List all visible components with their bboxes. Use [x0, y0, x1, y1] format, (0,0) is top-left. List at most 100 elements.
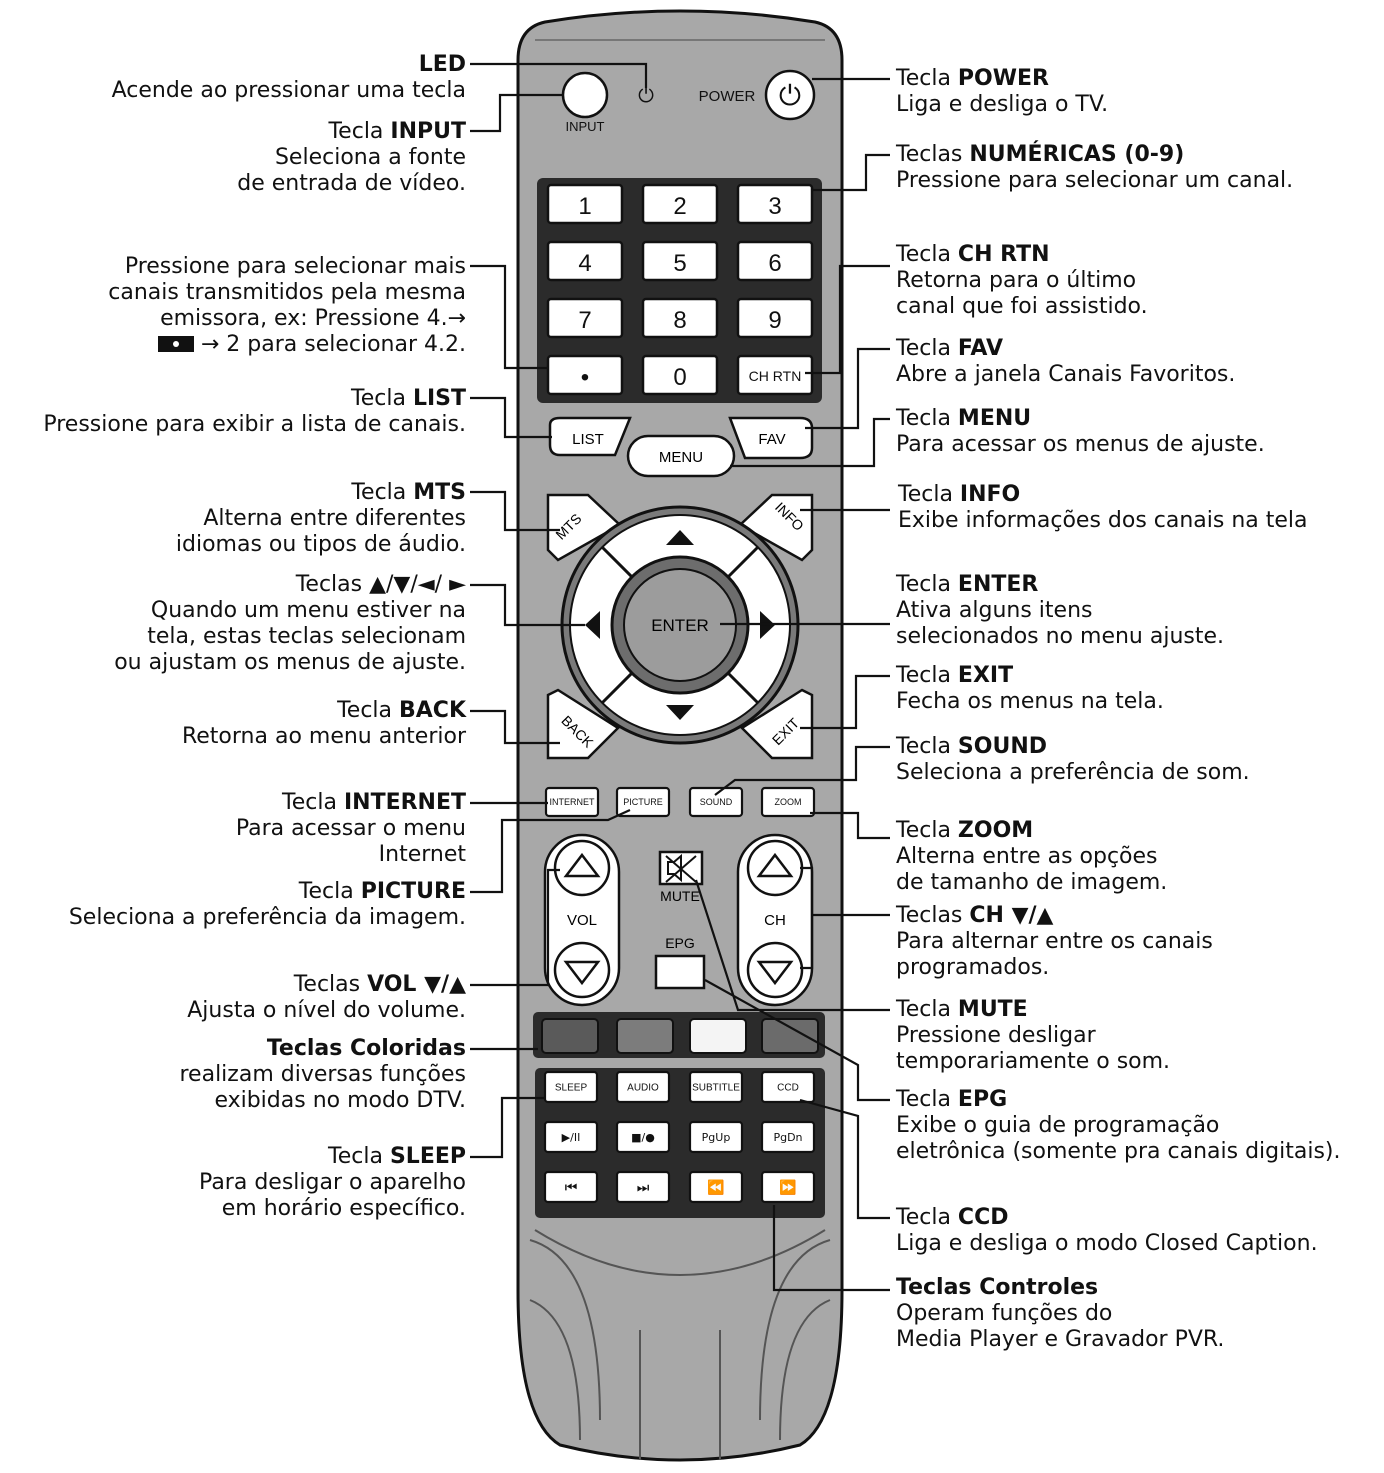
color-key-panel — [533, 1012, 825, 1058]
numeric-panel — [537, 178, 822, 403]
func-key-2-label: SOUND — [700, 797, 733, 807]
wire-arrows — [470, 583, 585, 627]
blue-key[interactable] — [761, 1018, 819, 1054]
up-arrow-icon[interactable] — [666, 530, 694, 545]
num-key-6-button[interactable] — [546, 297, 624, 339]
label-list: Tecla LIST Pressione para exibir a lista… — [43, 386, 466, 437]
num-key-4-button[interactable] — [641, 240, 719, 282]
util-key-2-label: SUBTITLE — [692, 1083, 740, 1094]
wire-dot — [470, 264, 548, 370]
label-power: Tecla POWER Liga e desliga o TV. — [896, 66, 1109, 117]
wire-menu — [730, 417, 890, 468]
num-key-5-button[interactable] — [736, 240, 814, 282]
num-key-1-button[interactable] — [641, 183, 719, 225]
media-row2-key-3-button[interactable] — [760, 1170, 816, 1204]
label-sleep: Tecla SLEEP Para desligar o aparelho em … — [199, 1144, 466, 1221]
media-row1-key-1-button[interactable] — [615, 1120, 671, 1154]
media-row2-key-1-label: ⏭ — [637, 1180, 650, 1196]
media-row1-key-2-button[interactable] — [688, 1120, 744, 1154]
util-key-0-button[interactable] — [543, 1070, 599, 1104]
list-button[interactable] — [548, 416, 632, 457]
down-arrow-icon[interactable] — [666, 705, 694, 720]
label-led: LED Acende ao pressionar uma tecla — [111, 52, 466, 103]
red-key[interactable] — [541, 1018, 599, 1054]
wire-chrtn — [805, 264, 890, 375]
label-picture: Tecla PICTURE Seleciona a preferência da… — [68, 879, 466, 930]
num-key-0-button[interactable] — [546, 183, 624, 225]
util-key-2-button[interactable] — [688, 1070, 744, 1104]
func-key-2-button[interactable] — [688, 786, 744, 818]
epg-button[interactable] — [654, 954, 706, 990]
media-row1-key-0-button[interactable] — [543, 1120, 599, 1154]
media-panel — [535, 1068, 825, 1218]
media-row2-key-1-button[interactable] — [615, 1170, 671, 1204]
util-key-3-label: CCD — [777, 1083, 799, 1094]
media-row1-key-1-label: ■/● — [631, 1131, 655, 1144]
num-key-8-button[interactable] — [736, 297, 814, 339]
exit-button[interactable] — [740, 688, 814, 760]
fav-button[interactable] — [728, 416, 814, 460]
media-row1-key-0-label: ▶/II — [562, 1131, 581, 1144]
num-key-7-button[interactable] — [641, 297, 719, 339]
util-key-1-button[interactable] — [615, 1070, 671, 1104]
num-key-2-button[interactable] — [736, 183, 814, 225]
label-ccd: Tecla CCD Liga e desliga o modo Closed C… — [896, 1205, 1318, 1256]
util-key-3-button[interactable] — [760, 1070, 816, 1104]
media-row2-key-2-label: ⏪ — [707, 1179, 724, 1196]
yellow-key[interactable] — [689, 1018, 747, 1054]
list-label: LIST — [572, 431, 604, 448]
vol-down-button[interactable] — [553, 941, 611, 999]
label-epg: Tecla EPG Exibe o guia de programação el… — [896, 1087, 1341, 1164]
mts-button[interactable] — [546, 493, 623, 562]
mute-icon — [665, 853, 697, 883]
num-key-4-label: 5 — [673, 250, 686, 277]
wire-ch — [800, 866, 890, 970]
num-key-11-button[interactable] — [736, 354, 814, 396]
label-colored: Teclas Coloridas realizam diversas funçõ… — [179, 1036, 466, 1113]
input-button[interactable] — [561, 71, 609, 119]
wire-led — [470, 62, 648, 88]
label-exit: Tecla EXIT Fecha os menus na tela. — [896, 663, 1164, 714]
wire-fav — [805, 347, 890, 430]
wire-exit — [800, 674, 890, 730]
media-row2-key-2-button[interactable] — [688, 1170, 744, 1204]
media-row1-key-3-label: PgDn — [773, 1131, 802, 1144]
left-arrow-icon[interactable] — [585, 611, 600, 639]
num-key-3-button[interactable] — [546, 240, 624, 282]
vol-down-icon — [563, 960, 601, 986]
back-button[interactable] — [546, 688, 620, 760]
ch-down-button[interactable] — [746, 941, 804, 999]
num-key-0-label: 1 — [578, 193, 591, 220]
wire-list — [470, 396, 552, 439]
num-key-9-button[interactable] — [546, 354, 624, 396]
num-key-6-label: 7 — [578, 307, 591, 334]
fav-label: FAV — [758, 431, 785, 448]
label-vol: Teclas VOL ▼/▲ Ajusta o nível do volume. — [187, 972, 466, 1023]
num-key-10-button[interactable] — [641, 354, 719, 396]
util-key-0-label: SLEEP — [555, 1083, 588, 1094]
label-enter: Tecla ENTER Ativa alguns itens seleciona… — [896, 572, 1225, 649]
vol-up-button[interactable] — [553, 839, 611, 897]
util-key-1-label: AUDIO — [627, 1083, 659, 1094]
label-controls: Teclas Controles Operam funções do Media… — [896, 1275, 1225, 1352]
func-key-1-button[interactable] — [615, 786, 671, 818]
ch-up-icon — [756, 852, 794, 878]
power-button[interactable] — [764, 69, 816, 121]
label-mute: Tecla MUTE Pressione desligar temporaria… — [896, 997, 1171, 1074]
num-key-7-label: 8 — [673, 307, 686, 334]
info-button[interactable] — [737, 493, 814, 562]
func-key-3-button[interactable] — [760, 786, 816, 818]
green-key[interactable] — [616, 1018, 674, 1054]
enter-label: ENTER — [651, 616, 709, 635]
num-key-8-label: 9 — [768, 307, 781, 334]
label-ch: Teclas CH ▼/▲ Para alternar entre os can… — [896, 903, 1213, 980]
mute-caption: MUTE — [660, 888, 700, 904]
epg-caption: EPG — [665, 935, 695, 951]
menu-button[interactable] — [626, 434, 736, 478]
func-key-0-label: INTERNET — [550, 797, 596, 807]
media-row1-key-3-button[interactable] — [760, 1120, 816, 1154]
media-row2-key-0-button[interactable] — [543, 1170, 599, 1204]
num-key-2-label: 3 — [768, 193, 781, 220]
wire-mts — [470, 490, 560, 532]
